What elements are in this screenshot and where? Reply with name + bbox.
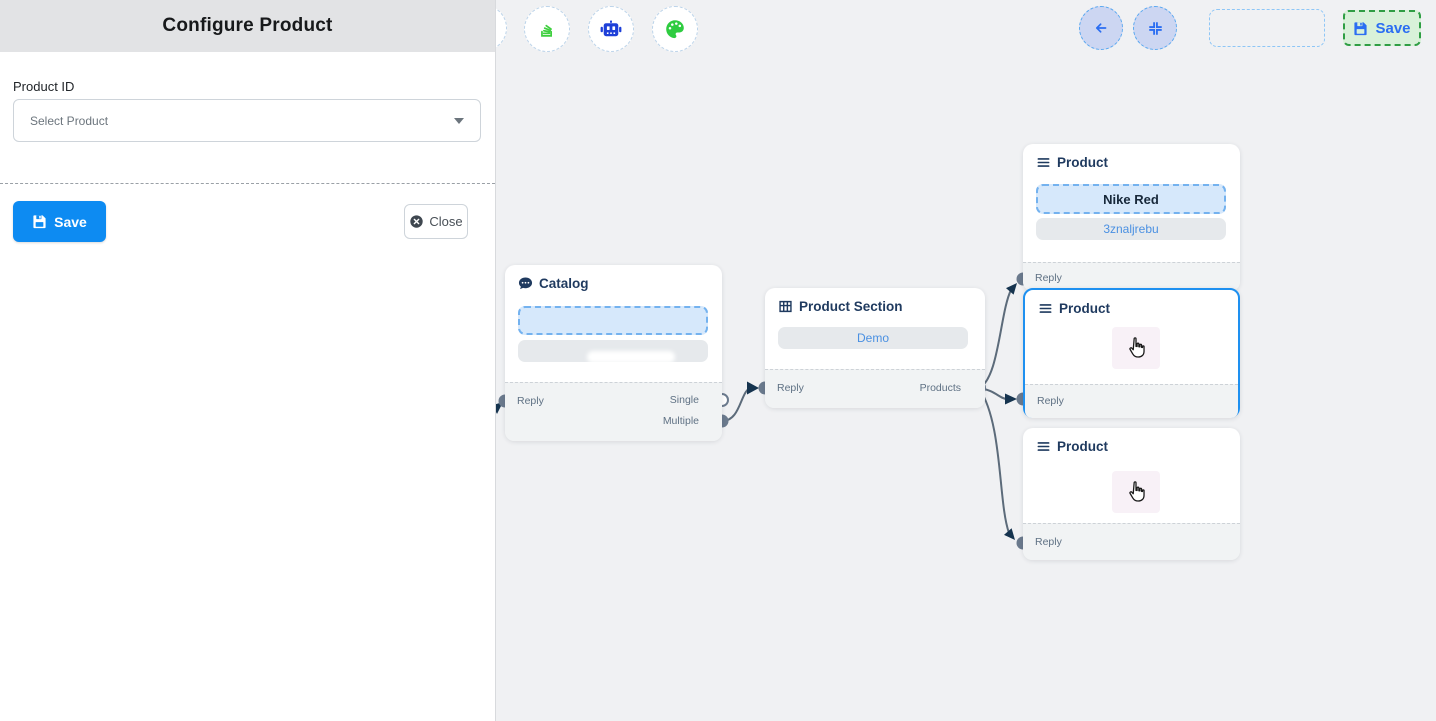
product-1-id: 3znaljrebu — [1103, 222, 1159, 236]
node-product-3-header: Product — [1036, 439, 1108, 454]
node-product-section-header: Product Section — [778, 299, 903, 314]
menu-icon — [1037, 442, 1050, 451]
save-button-label: Save — [54, 213, 87, 230]
arrowhead — [747, 381, 759, 395]
back-button[interactable] — [1079, 6, 1123, 50]
node-title: Product — [1057, 155, 1109, 170]
stack-icon — [541, 24, 552, 37]
node-title: Product — [1057, 439, 1109, 454]
hand-cursor-icon — [1112, 471, 1160, 513]
palette-icon — [666, 20, 684, 39]
robot-icon — [600, 20, 622, 37]
product-1-id-chip[interactable]: 3znaljrebu — [1036, 218, 1226, 240]
close-button-label: Close — [429, 214, 463, 229]
node-catalog[interactable]: Catalog Reply Single Multiple — [505, 265, 722, 441]
port-label-reply: Reply — [1035, 272, 1062, 284]
port-label-reply: Reply — [777, 382, 804, 394]
center-view-button[interactable] — [1133, 6, 1177, 50]
grid-icon — [779, 300, 792, 313]
port-label-products: Products — [919, 382, 961, 394]
port-label-reply: Reply — [517, 395, 544, 407]
node-product-1[interactable]: Product Nike Red 3znaljrebu Reply — [1023, 144, 1240, 291]
product-select-value: Select Product — [30, 113, 109, 128]
toolbar-button-bot[interactable] — [588, 6, 634, 52]
node-footer — [1025, 384, 1238, 418]
save-icon — [33, 215, 46, 229]
node-catalog-header: Catalog — [518, 276, 589, 291]
close-button[interactable]: Close — [404, 204, 468, 239]
node-product-3[interactable]: Product Reply — [1023, 428, 1240, 560]
empty-drop-slot[interactable] — [1209, 9, 1325, 47]
node-product-section[interactable]: Product Section Demo Reply Products — [765, 288, 985, 408]
toolbar-button-theme[interactable] — [652, 6, 698, 52]
back-arrow-icon — [1095, 23, 1107, 33]
toolbar-circle-partial[interactable] — [496, 5, 507, 51]
port-label-multiple: Multiple — [662, 415, 699, 427]
catalog-empty-field[interactable] — [518, 306, 708, 335]
canvas-save-button[interactable]: Save — [1343, 10, 1421, 46]
port-label-reply: Reply — [1037, 395, 1064, 407]
menu-icon — [1037, 158, 1050, 167]
product-1-value: Nike Red — [1103, 191, 1159, 207]
close-circle-icon — [410, 215, 424, 228]
edge-catalog-to-section — [721, 387, 753, 422]
arrowhead — [1004, 528, 1015, 540]
node-title: Product — [1059, 301, 1111, 316]
flow-canvas[interactable]: Save Catalog Reply Single Multiple — [496, 0, 1436, 721]
panel-header: Configure Product — [0, 0, 495, 52]
port-label-single: Single — [669, 394, 699, 406]
node-title: Catalog — [539, 276, 589, 291]
save-icon — [1354, 21, 1368, 35]
arrowhead — [496, 402, 503, 414]
divider — [0, 183, 495, 184]
node-footer — [765, 369, 985, 408]
node-footer — [1023, 262, 1240, 291]
arrowhead — [1006, 283, 1017, 295]
arrowhead — [1005, 393, 1017, 405]
chevron-down-icon — [454, 117, 464, 124]
node-footer — [505, 382, 722, 441]
canvas-save-label: Save — [1375, 19, 1411, 37]
product-id-label: Product ID — [13, 79, 75, 94]
chat-bubble-icon — [518, 277, 533, 290]
section-value: Demo — [856, 331, 889, 345]
node-footer — [1023, 523, 1240, 560]
edge-section-to-product3 — [978, 387, 1010, 534]
page-title: Configure Product — [162, 15, 333, 36]
menu-icon — [1039, 304, 1052, 313]
hand-cursor-icon — [1112, 327, 1160, 369]
node-title: Product Section — [799, 299, 903, 314]
product-select[interactable]: Select Product — [13, 99, 481, 142]
smudge — [587, 351, 675, 363]
toolbar-button-flows[interactable] — [524, 6, 570, 52]
node-product-2[interactable]: Product Reply — [1023, 288, 1240, 418]
compress-icon — [1148, 21, 1162, 35]
edge-offscreen-to-catalog — [496, 405, 500, 414]
product-1-value-chip[interactable]: Nike Red — [1036, 184, 1226, 214]
node-product-2-header: Product — [1038, 301, 1110, 316]
port-label-reply: Reply — [1035, 536, 1062, 548]
config-panel: Configure Product Product ID Select Prod… — [0, 0, 496, 721]
section-value-chip[interactable]: Demo — [778, 327, 968, 349]
save-button[interactable]: Save — [13, 201, 106, 242]
node-product-1-header: Product — [1036, 155, 1108, 170]
